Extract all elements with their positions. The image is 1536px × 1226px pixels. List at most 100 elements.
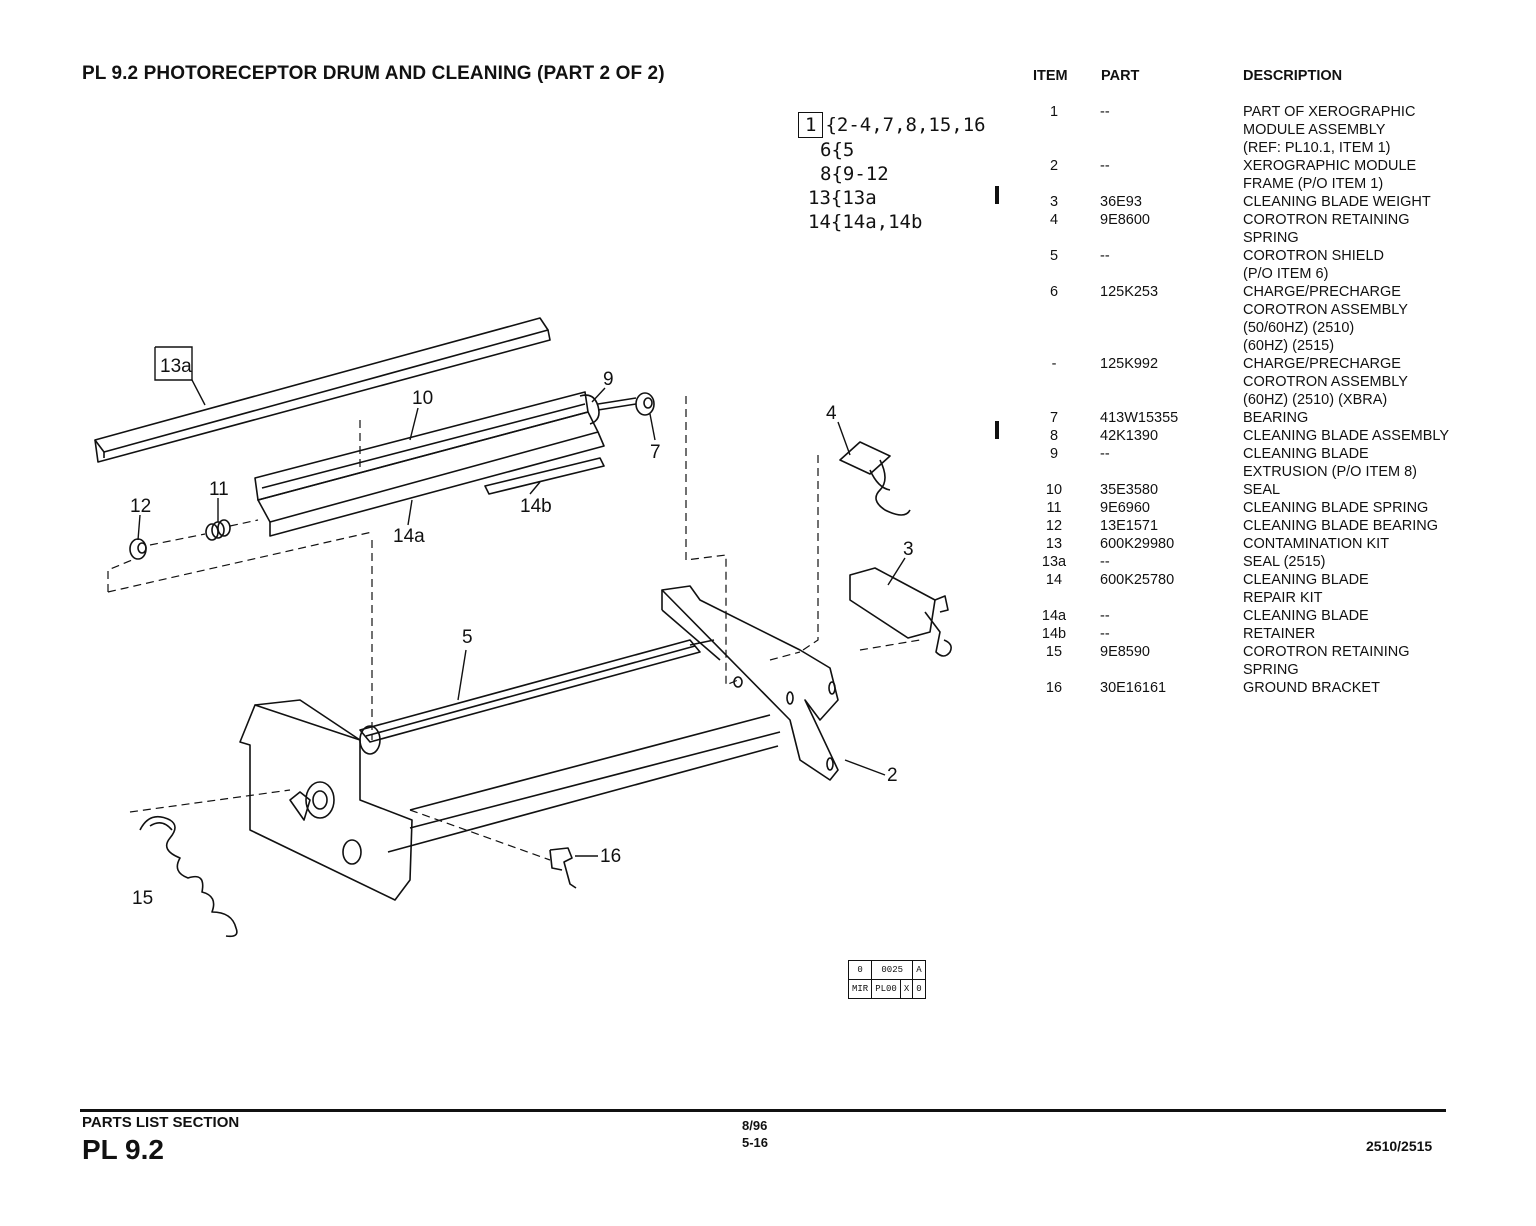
cell-description: CONTAMINATION KIT: [1243, 535, 1389, 553]
callout-10: 10: [412, 388, 433, 409]
legend-row: 6{5: [820, 139, 855, 161]
cell-part: --: [1100, 248, 1110, 264]
cell-description: CLEANING BLADE BEARING: [1243, 517, 1438, 535]
cell-description: RETAINER: [1243, 625, 1315, 643]
page-title: PL 9.2 PHOTORECEPTOR DRUM AND CLEANING (…: [82, 63, 665, 84]
cell-part: 36E93: [1100, 194, 1142, 210]
legend-row: 14{14a,14b: [808, 211, 923, 233]
description-line: (60HZ) (2510) (XBRA): [1243, 392, 1388, 408]
callout-14b: 14b: [520, 496, 552, 517]
description-line: CLEANING BLADE: [1243, 608, 1369, 624]
ref-cell: 0: [912, 979, 926, 999]
description-line: FRAME (P/O ITEM 1): [1243, 176, 1384, 192]
corotron-shield-5-part: [359, 639, 715, 755]
cell-item: 14b: [1041, 626, 1067, 642]
description-line: MODULE ASSEMBLY: [1243, 122, 1386, 138]
footer-date: 8/96: [742, 1118, 768, 1133]
cell-part: --: [1100, 554, 1110, 570]
cell-description: SEAL (2515): [1243, 553, 1325, 571]
cell-item: -: [1051, 356, 1057, 372]
cell-part: 9E8600: [1100, 212, 1150, 228]
revision-bar: [995, 421, 999, 439]
callout-4: 4: [826, 403, 837, 424]
reference-box: 0 0025 A MIR PL00 X 0: [847, 960, 926, 999]
footer-section-label: PARTS LIST SECTION: [82, 1114, 240, 1131]
cell-part: --: [1100, 608, 1110, 624]
cleaning-blade-weight-3-part: [849, 567, 952, 657]
description-line: COROTRON ASSEMBLY: [1243, 302, 1408, 318]
callout-2: 2: [887, 765, 898, 786]
description-line: (REF: PL10.1, ITEM 1): [1243, 140, 1391, 156]
description-line: (60HZ) (2515): [1243, 338, 1335, 354]
cell-description: CLEANING BLADE ASSEMBLY: [1243, 427, 1449, 445]
callout-13a: 13a: [160, 356, 192, 377]
cell-item: 7: [1049, 410, 1059, 426]
legend-row: 8{9-12: [820, 163, 889, 185]
description-line: CONTAMINATION KIT: [1243, 536, 1390, 552]
cell-item: 3: [1049, 194, 1059, 210]
cell-item: 15: [1045, 644, 1063, 660]
description-line: CLEANING BLADE ASSEMBLY: [1243, 428, 1450, 444]
header-item: ITEM: [1033, 68, 1068, 84]
ground-bracket-16-part: [549, 847, 577, 889]
cell-part: --: [1100, 158, 1110, 174]
cell-description: CLEANING BLADE: [1243, 607, 1369, 625]
ref-cell: X: [899, 979, 914, 999]
footer-model: 2510/2515: [1366, 1138, 1433, 1154]
ref-cell: A: [912, 960, 926, 980]
cell-item: 10: [1045, 482, 1063, 498]
cell-part: 125K253: [1100, 284, 1159, 300]
cell-description: PART OF XEROGRAPHIC MODULE ASSEMBLY (REF: …: [1243, 103, 1415, 157]
cell-item: 12: [1045, 518, 1063, 534]
cell-description: BEARING: [1243, 409, 1308, 427]
legend-box-item: 1: [798, 112, 824, 138]
leader-lines: [137, 346, 906, 857]
cell-item: 9: [1049, 446, 1059, 462]
legend-text: {2-4,7,8,15,16: [825, 114, 986, 136]
description-line: COROTRON RETAINING: [1243, 644, 1410, 660]
cell-part: 413W15355: [1100, 410, 1179, 426]
description-line: PART OF XEROGRAPHIC: [1243, 104, 1416, 120]
description-line: CHARGE/PRECHARGE: [1243, 356, 1401, 372]
spring-11-part: [205, 519, 231, 541]
description-line: EXTRUSION (P/O ITEM 8): [1243, 464, 1418, 480]
header-description: DESCRIPTION: [1243, 68, 1343, 84]
callout-14a: 14a: [393, 526, 425, 547]
cell-item: 11: [1046, 500, 1062, 516]
cell-description: CLEANING BLADE WEIGHT: [1243, 193, 1431, 211]
legend-row: 1{2-4,7,8,15,16: [798, 112, 986, 138]
cell-description: COROTRON RETAINING SPRING: [1243, 211, 1409, 247]
cell-item: 16: [1045, 680, 1063, 696]
ref-cell: PL00: [871, 979, 901, 999]
header-part: PART: [1101, 68, 1140, 84]
ref-cell: 0: [847, 960, 873, 980]
description-line: REPAIR KIT: [1243, 590, 1323, 606]
cell-item: 13a: [1041, 554, 1067, 570]
assembly-guide-lines: [107, 396, 921, 861]
cell-part: --: [1100, 104, 1110, 120]
description-line: CLEANING BLADE BEARING: [1243, 518, 1438, 534]
description-line: CLEANING BLADE: [1243, 446, 1369, 462]
callout-12: 12: [130, 496, 151, 517]
cell-part: 42K1390: [1100, 428, 1159, 444]
callout-15: 15: [132, 888, 153, 909]
description-line: SEAL: [1243, 482, 1281, 498]
retainer-14b-part: [484, 457, 605, 495]
bearing-12-part: [129, 538, 147, 560]
description-line: SPRING: [1243, 230, 1299, 246]
cell-description: XEROGRAPHIC MODULE FRAME (P/O ITEM 1): [1243, 157, 1416, 193]
cell-item: 8: [1049, 428, 1059, 444]
ref-cell: MIR: [847, 979, 873, 999]
callout-3: 3: [903, 539, 914, 560]
cell-item: 2: [1049, 158, 1059, 174]
bearing-7-part: [635, 392, 655, 416]
description-line: COROTRON RETAINING: [1243, 212, 1410, 228]
description-line: COROTRON SHIELD: [1243, 248, 1384, 264]
cell-description: CLEANING BLADE SPRING: [1243, 499, 1428, 517]
callout-11: 11: [209, 479, 229, 500]
description-line: XEROGRAPHIC MODULE: [1243, 158, 1417, 174]
description-line: SPRING: [1243, 662, 1299, 678]
description-line: BEARING: [1243, 410, 1309, 426]
